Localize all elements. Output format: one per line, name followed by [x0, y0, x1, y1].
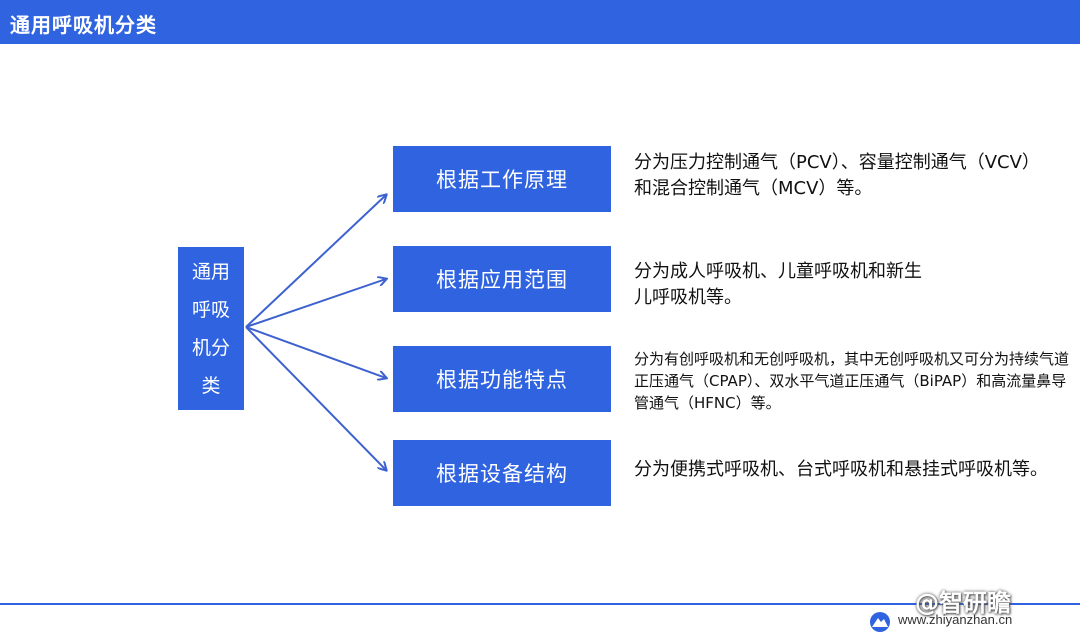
branch-description-working-principle: 分为压力控制通气（PCV）、容量控制通气（VCV）和混合控制通气（MCV）等。 [634, 152, 1031, 199]
page-title: 通用呼吸机分类 [10, 13, 157, 37]
branch-label: 根据应用范围 [436, 268, 568, 292]
footer-url[interactable]: www.zhiyanzhan.cn [898, 612, 1013, 627]
branch-node-application-scope: 根据应用范围 [393, 246, 611, 312]
branch-node-function-features: 根据功能特点 [393, 346, 611, 412]
title-bar: 通用呼吸机分类 [0, 0, 1080, 44]
branch-node-working-principle: 根据工作原理 [393, 146, 611, 212]
footer-divider [0, 603, 1080, 605]
arrow-to-branch-2 [245, 279, 386, 328]
root-node-label: 通用呼吸机分类 [191, 260, 230, 397]
mountain-logo-icon [870, 612, 890, 632]
branch-label: 根据功能特点 [436, 368, 568, 392]
branch-description-application-scope: 分为成人呼吸机、儿童呼吸机和新生儿呼吸机等。 [634, 261, 922, 308]
branch-label: 根据工作原理 [436, 168, 568, 192]
branch-description-device-structure: 分为便携式呼吸机、台式呼吸机和悬挂式呼吸机等。 [634, 459, 1048, 480]
root-node: 通用呼吸机分类 [178, 247, 244, 410]
branch-label: 根据设备结构 [436, 462, 568, 486]
branch-node-device-structure: 根据设备结构 [393, 440, 611, 506]
watermark-text: @智研瞻 [915, 589, 1011, 617]
arrow-to-branch-3 [245, 326, 386, 378]
arrow-to-branch-1 [245, 195, 386, 328]
arrow-to-branch-4 [245, 326, 386, 470]
branch-description-function-features: 分为有创呼吸机和无创呼吸机，其中无创呼吸机又可分为持续气道正压通气（CPAP）、… [634, 350, 1070, 412]
